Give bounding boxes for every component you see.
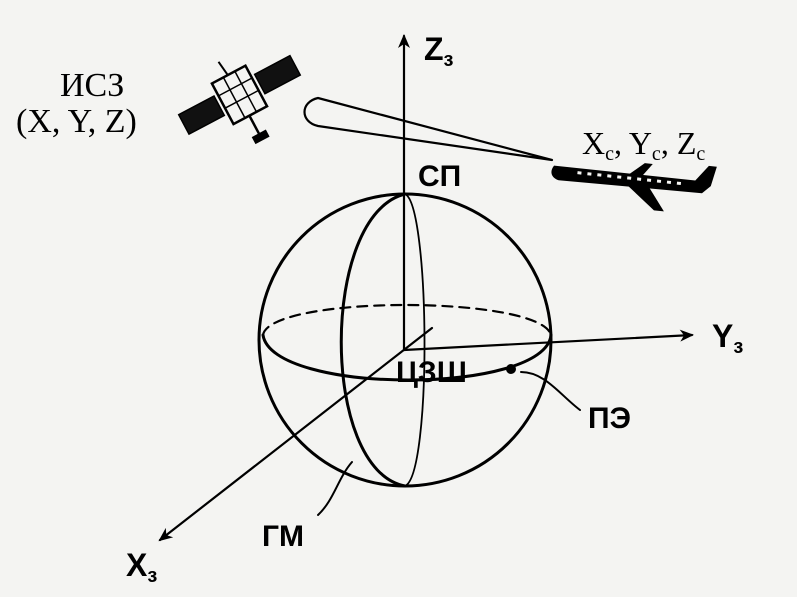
signal-beam — [303, 96, 554, 162]
equator-front — [261, 333, 553, 382]
point-on-earth-dot — [506, 364, 516, 374]
satellite-label: ИСЗ — [60, 67, 124, 104]
point-on-earth-leader — [520, 371, 581, 411]
aircraft-coords-label: Xc, Yc, Zc — [582, 125, 705, 165]
y-axis-label: Yз — [712, 318, 743, 358]
gm-leader — [317, 461, 353, 516]
aircraft-icon — [551, 163, 717, 212]
north-pole-label: СП — [418, 160, 461, 193]
x-axis — [158, 326, 434, 542]
y-axis — [402, 329, 694, 352]
satellite-coords-label: (X, Y, Z) — [16, 103, 137, 140]
greenwich-meridian — [339, 192, 407, 488]
back-meridian — [404, 193, 426, 487]
satellite-icon — [177, 54, 302, 145]
greenwich-meridian-label: ГМ — [262, 520, 304, 553]
z-axis-label: Zз — [424, 31, 454, 71]
point-on-earth-label: ПЭ — [588, 402, 631, 435]
equator-back — [261, 303, 553, 337]
earth-center-label: ЦЗШ — [396, 356, 467, 389]
x-axis-label: Xз — [126, 547, 157, 587]
